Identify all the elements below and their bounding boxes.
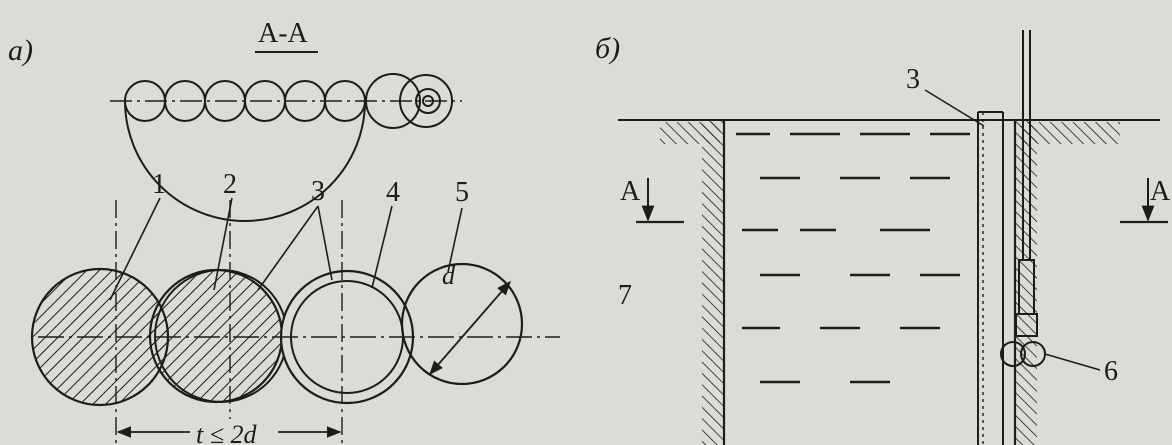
leader-5 [447,207,463,273]
spacing-label-bg [190,419,278,445]
pile-5-circle [400,262,524,386]
part-a-letter: а) [8,34,33,67]
scalloped-wall-bottom [124,100,366,122]
leader-3a [257,205,319,291]
section-letter-right: А [1150,176,1171,207]
leader-1 [109,197,161,301]
section-marker-left: А [620,176,684,224]
water-dashes [736,132,970,384]
section-a-a-view: А-А [110,18,462,222]
section-marker-right: А [1120,176,1171,224]
injector-assembly [1000,30,1046,367]
part-b: б) [595,30,1171,445]
callout-b-6: 6 [1104,356,1118,387]
callout-1: 1 [152,169,166,200]
callout-b-7: 7 [618,280,632,311]
scalloped-wall-outline [123,80,367,222]
part-a: а) А-А d [8,18,560,445]
section-letter-left: А [620,176,641,207]
leader-b-6 [1044,353,1101,371]
callout-b-3: 3 [906,64,920,95]
leader-3b [317,205,333,281]
leader-2 [213,197,233,291]
section-a-a-label: А-А [258,18,309,49]
diameter-arrow [429,280,511,376]
pile-2 [148,268,284,404]
part-b-letter: б) [595,32,620,65]
spacing-label: t ≤ 2d [196,420,257,445]
ground-hatch-right [1020,122,1120,144]
nozzle-left-ring [1000,341,1026,367]
callout-2: 2 [223,169,237,200]
leader-b-3 [924,89,985,127]
callout-3: 3 [311,176,325,207]
left-wall-hatch [702,120,724,445]
tremie-pipe [977,111,1004,445]
leader-4 [371,205,393,289]
callout-4: 4 [386,177,400,208]
callout-5: 5 [455,177,469,208]
piles-elevation: d t ≤ 2d 1 2 3 4 5 [30,169,560,445]
diameter-label: d [442,261,456,290]
